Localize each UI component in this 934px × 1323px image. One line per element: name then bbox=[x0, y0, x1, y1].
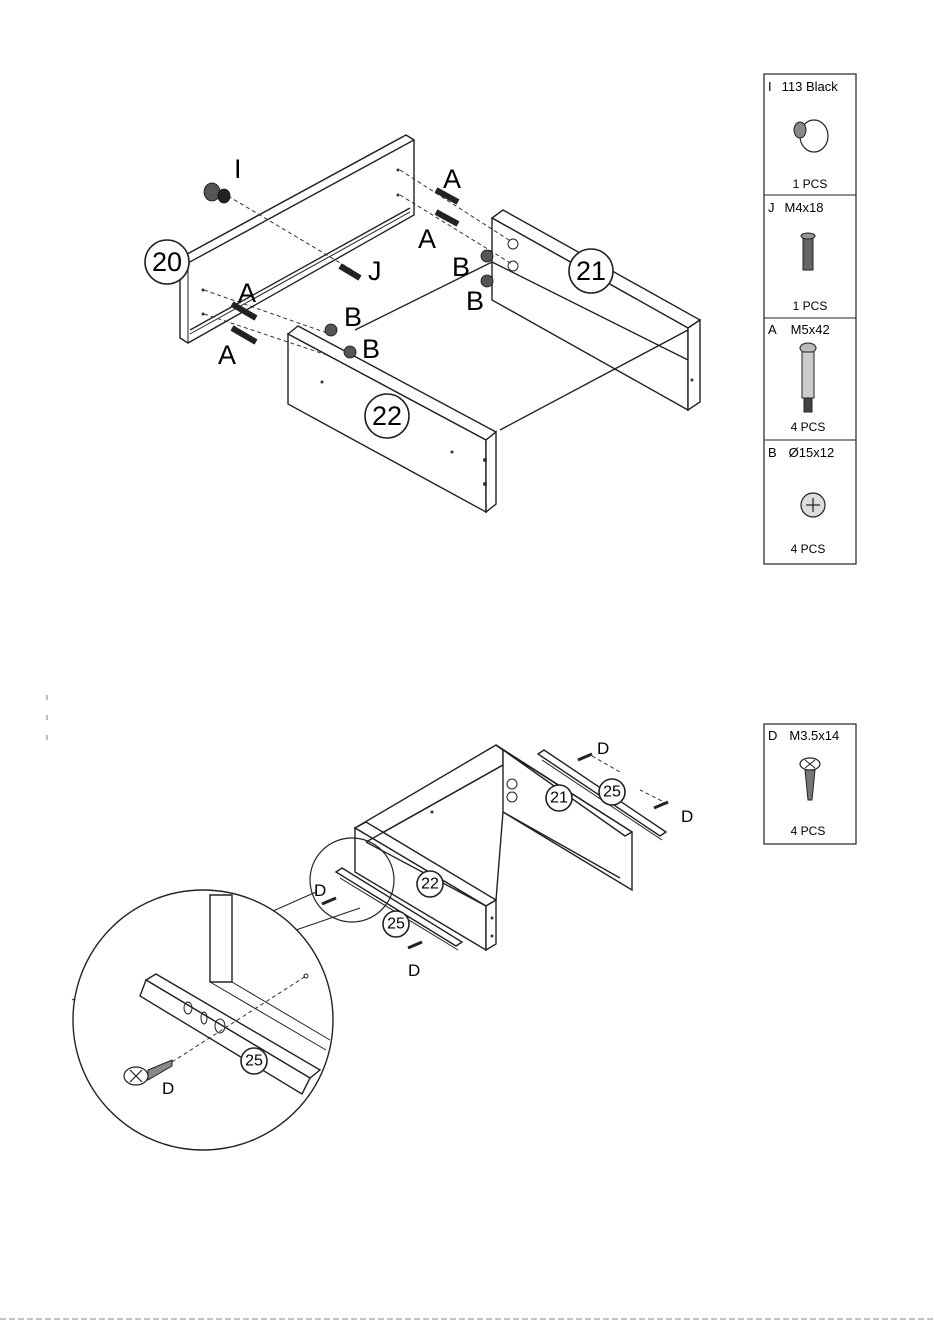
part-J-letter: J bbox=[768, 200, 775, 215]
callout-J: J bbox=[368, 256, 382, 286]
panel-number-20: 20 bbox=[152, 247, 182, 277]
detail-zoom-circle bbox=[73, 890, 333, 1150]
callout-A-mid: A bbox=[418, 224, 436, 254]
screw-icon bbox=[801, 233, 815, 270]
part-I-letter: I bbox=[768, 79, 772, 94]
panel-number-21: 21 bbox=[576, 256, 606, 286]
part-B-letter: B bbox=[768, 445, 777, 460]
part-D-qty: 4 PCS bbox=[791, 824, 826, 838]
callout-I: I bbox=[234, 154, 242, 184]
callout-A-left-top: A bbox=[238, 278, 256, 308]
callout-A-top: A bbox=[443, 164, 461, 194]
part-D-spec: M3.5x14 bbox=[789, 728, 839, 743]
part-A-letter: A bbox=[768, 322, 777, 337]
step2-drawing: D D D D D 21 25 22 25 25 bbox=[47, 695, 693, 1150]
callout-D-top: D bbox=[597, 739, 609, 758]
callout-B-front-top: B bbox=[344, 302, 362, 332]
callout-B-top: B bbox=[452, 252, 470, 282]
callout-D-right: D bbox=[681, 807, 693, 826]
callout-D-left: D bbox=[314, 881, 326, 900]
part-A-qty: 4 PCS bbox=[791, 420, 826, 434]
callout-A-left-bottom: A bbox=[218, 340, 236, 370]
part-A-spec: M5x42 bbox=[791, 322, 830, 337]
part-J-qty: 1 PCS bbox=[793, 299, 828, 313]
panel-number-21-step2: 21 bbox=[550, 790, 568, 807]
cam-lock-icon bbox=[801, 493, 825, 517]
callout-D-bottom: D bbox=[408, 961, 420, 980]
panel-20 bbox=[180, 135, 414, 343]
knob-I-icon bbox=[204, 183, 230, 203]
step1-parts-list: I 113 Black 1 PCS J M4x18 1 PCS A M5x42 4 P… bbox=[764, 74, 856, 564]
rail-number-25-right: 25 bbox=[603, 784, 621, 801]
callout-D-zoom: D bbox=[162, 1079, 174, 1098]
part-I-qty: 1 PCS bbox=[793, 177, 828, 191]
part-B-spec: Ø15x12 bbox=[789, 445, 835, 460]
panel-21 bbox=[492, 210, 700, 410]
part-J-spec: M4x18 bbox=[785, 200, 824, 215]
part-B-qty: 4 PCS bbox=[791, 542, 826, 556]
step1-drawing: I A A J B B A A B B 20 21 22 bbox=[145, 135, 700, 512]
part-D-letter: D bbox=[768, 728, 777, 743]
callout-B-front-bottom: B bbox=[362, 334, 380, 364]
rail-number-25-zoom: 25 bbox=[245, 1053, 263, 1070]
screw-J-icon bbox=[340, 266, 360, 278]
panel-number-22: 22 bbox=[372, 401, 402, 431]
rail-number-25-left: 25 bbox=[387, 916, 405, 933]
step2-parts-list: D M3.5x14 4 PCS bbox=[764, 724, 856, 844]
panel-number-22-step2: 22 bbox=[421, 876, 439, 893]
part-I-spec: 113 Black bbox=[782, 79, 839, 94]
callout-B-mid: B bbox=[466, 286, 484, 316]
